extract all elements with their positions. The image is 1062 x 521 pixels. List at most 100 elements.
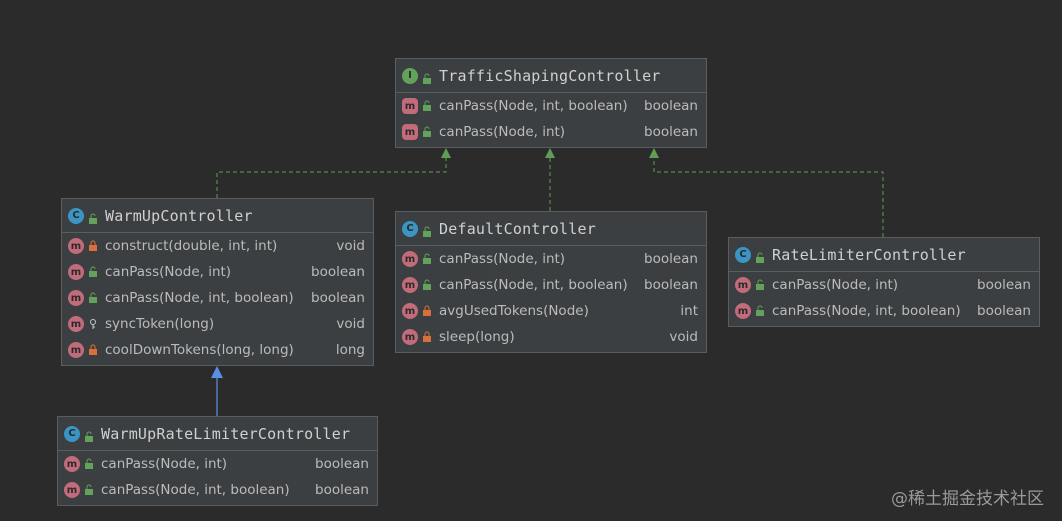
method-row[interactable]: m avgUsedTokens(Node) int [396,298,706,324]
method-signature: canPass(Node, int, boolean) [101,482,290,498]
abstract-method-icon: m [402,98,418,114]
method-return-type: boolean [644,251,698,267]
method-icon: m [402,277,418,293]
method-return-type: void [336,238,365,254]
private-visibility-icon [421,331,433,343]
method-return-type: boolean [644,124,698,140]
public-visibility-icon [87,266,99,278]
class-box-rate-limiter-controller[interactable]: C RateLimiterController m canPass(Node, i… [728,237,1040,327]
method-signature: canPass(Node, int) [439,124,566,140]
class-box-traffic-shaping-controller[interactable]: I TrafficShapingController m canPass(Node… [395,58,707,148]
method-return-type: int [680,303,698,319]
method-icon: m [68,290,84,306]
public-visibility-icon [87,292,99,304]
method-return-type: boolean [315,482,369,498]
abstract-method-icon: m [402,124,418,140]
class-icon: C [64,425,80,442]
public-visibility-icon [83,428,95,442]
public-visibility-icon [421,70,433,84]
method-row[interactable]: m canPass(Node, int, boolean) boolean [396,272,706,298]
method-icon: m [68,238,84,254]
method-return-type: boolean [311,290,365,306]
public-visibility-icon [83,484,95,496]
method-row[interactable]: m canPass(Node, int, boolean) boolean [62,285,373,311]
package-visibility-icon [87,318,99,330]
class-header: I TrafficShapingController [396,59,706,93]
method-row[interactable]: m canPass(Node, int) boolean [396,119,706,145]
method-row[interactable]: m canPass(Node, int) boolean [729,272,1039,298]
private-visibility-icon [87,344,99,356]
method-row[interactable]: m canPass(Node, int) boolean [58,451,377,477]
method-row[interactable]: m canPass(Node, int) boolean [396,246,706,272]
method-return-type: long [335,342,365,358]
method-row[interactable]: m canPass(Node, int, boolean) boolean [396,93,706,119]
public-visibility-icon [421,100,433,112]
class-name: WarmUpController [105,206,253,225]
public-visibility-icon [421,253,433,265]
method-icon: m [402,251,418,267]
method-signature: sleep(long) [439,329,515,345]
method-signature: canPass(Node, int) [105,264,232,280]
method-return-type: boolean [644,277,698,293]
method-signature: canPass(Node, int, boolean) [439,98,628,114]
public-visibility-icon [754,249,766,263]
method-return-type: void [669,329,698,345]
class-name: RateLimiterController [772,245,966,264]
public-visibility-icon [87,210,99,224]
method-signature: syncToken(long) [105,316,215,332]
class-header: C RateLimiterController [729,238,1039,272]
method-row[interactable]: m syncToken(long) void [62,311,373,337]
method-return-type: boolean [977,277,1031,293]
class-name: WarmUpRateLimiterController [101,424,351,443]
method-return-type: boolean [315,456,369,472]
method-row[interactable]: m construct(double, int, int) void [62,233,373,259]
method-signature: canPass(Node, int, boolean) [105,290,294,306]
method-row[interactable]: m canPass(Node, int, boolean) boolean [58,477,377,503]
class-icon: C [735,246,751,263]
method-icon: m [68,342,84,358]
method-row[interactable]: m sleep(long) void [396,324,706,350]
method-signature: canPass(Node, int) [439,251,566,267]
method-signature: coolDownTokens(long, long) [105,342,294,358]
method-icon: m [68,316,84,332]
method-signature: canPass(Node, int) [101,456,228,472]
method-signature: canPass(Node, int, boolean) [772,303,961,319]
class-header: C DefaultController [396,212,706,246]
implements-edge-warmup [216,150,447,198]
method-signature: construct(double, int, int) [105,238,278,254]
interface-icon: I [402,67,418,84]
method-row[interactable]: m coolDownTokens(long, long) long [62,337,373,363]
public-visibility-icon [754,305,766,317]
method-icon: m [402,303,418,319]
class-header: C WarmUpController [62,199,373,233]
method-signature: avgUsedTokens(Node) [439,303,589,319]
class-box-warmup-rate-limiter-controller[interactable]: C WarmUpRateLimiterController m canPass(N… [57,416,378,506]
method-return-type: boolean [311,264,365,280]
class-box-warmup-controller[interactable]: C WarmUpController m construct(double, in… [61,198,374,366]
method-row[interactable]: m canPass(Node, int) boolean [62,259,373,285]
public-visibility-icon [754,279,766,291]
watermark: @稀土掘金技术社区 [891,489,1044,509]
method-icon: m [402,329,418,345]
private-visibility-icon [421,305,433,317]
class-box-default-controller[interactable]: C DefaultController m canPass(Node, int) b… [395,211,707,353]
method-icon: m [64,456,80,472]
method-signature: canPass(Node, int) [772,277,899,293]
public-visibility-icon [421,223,433,237]
class-header: C WarmUpRateLimiterController [58,417,377,451]
class-icon: C [68,207,84,224]
private-visibility-icon [87,240,99,252]
public-visibility-icon [421,126,433,138]
method-icon: m [735,277,751,293]
method-signature: canPass(Node, int, boolean) [439,277,628,293]
public-visibility-icon [83,458,95,470]
method-icon: m [735,303,751,319]
method-return-type: void [336,316,365,332]
public-visibility-icon [421,279,433,291]
class-icon: C [402,220,418,237]
method-icon: m [64,482,80,498]
class-name: TrafficShapingController [439,66,661,85]
method-return-type: boolean [644,98,698,114]
method-icon: m [68,264,84,280]
